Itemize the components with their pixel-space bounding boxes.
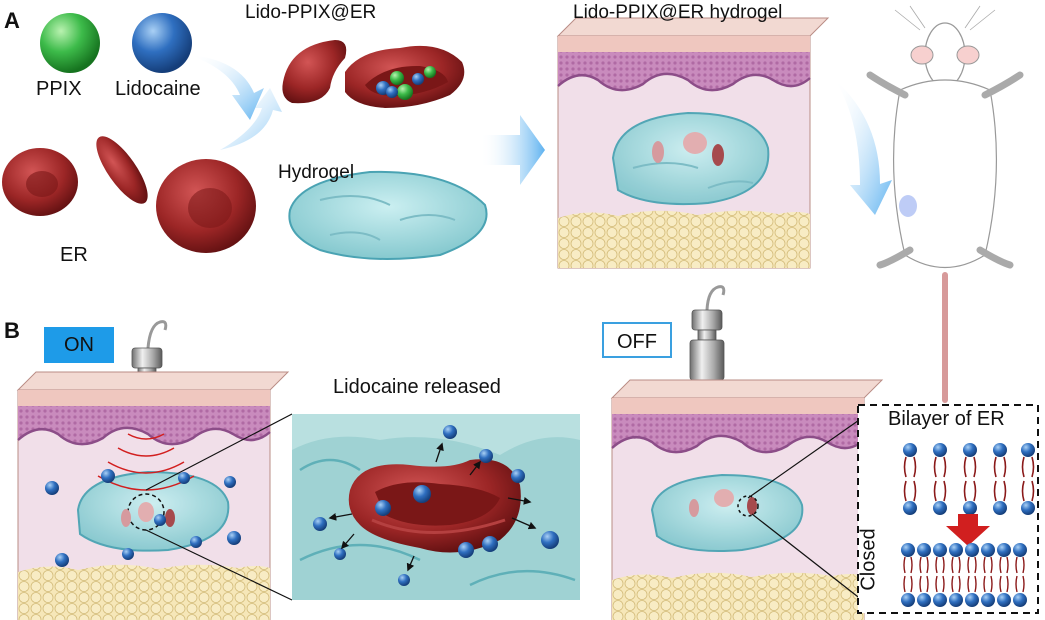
lido-ppix-er-label: Lido-PPIX@ER	[245, 2, 377, 23]
closing-arrow-icon	[946, 514, 990, 546]
er-label: ER	[60, 244, 88, 266]
formulate-arrow-icon	[480, 115, 545, 185]
hydrogel-icon	[288, 170, 488, 260]
loading-arrow-icon	[190, 55, 264, 120]
injection-arrow-icon	[835, 80, 892, 215]
skin-ultrasound-off-block	[610, 378, 884, 620]
mouse-icon	[866, 5, 1024, 403]
lidocaine-release-zoom	[292, 414, 580, 600]
skin-hydrogel-block	[556, 16, 830, 270]
lidocaine-label: Lidocaine	[115, 78, 201, 100]
lidocaine-molecules	[313, 425, 559, 586]
lido-ppix-er-hydrogel-label: Lido-PPIX@ER hydrogel	[573, 2, 783, 23]
bilayer-inset	[857, 404, 1039, 614]
ppix-sphere-icon	[40, 13, 100, 73]
bilayer-of-er-label: Bilayer of ER	[888, 408, 1005, 430]
ultrasound-probe-off-icon	[689, 285, 726, 381]
panel-label-b: B	[4, 318, 20, 343]
lidocaine-released-label: Lidocaine released	[333, 376, 501, 398]
lido-ppix-er-cells-icon	[282, 40, 465, 108]
er-cells-icon	[2, 136, 256, 253]
lidocaine-sphere-icon	[132, 13, 192, 73]
released-lidocaine-dots	[45, 469, 241, 567]
skin-ultrasound-on-block	[16, 370, 290, 620]
closed-bilayer-icon	[901, 543, 1027, 607]
ppix-label: PPIX	[36, 78, 82, 100]
panel-label-a: A	[4, 8, 20, 33]
combine-arrow-icon	[220, 88, 282, 150]
ultrasound-off-switch[interactable]: OFF	[602, 322, 672, 358]
closed-label: Closed	[857, 528, 880, 591]
ultrasound-on-switch[interactable]: ON	[44, 327, 114, 363]
hydrogel-label: Hydrogel	[278, 162, 355, 183]
open-bilayer-icon	[903, 443, 1035, 515]
